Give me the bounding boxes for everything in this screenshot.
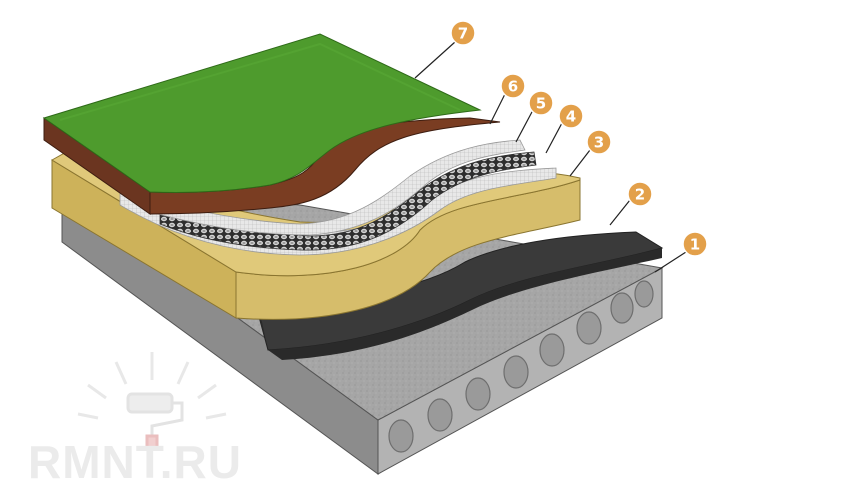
callout-5-label: 5 (536, 95, 546, 113)
paint-roller-icon (77, 352, 227, 450)
callout-7: 7 (450, 20, 476, 46)
callout-4-label: 4 (566, 108, 576, 126)
callout-6-label: 6 (508, 78, 518, 96)
filter-fabric-layer (149, 139, 526, 236)
soil-grass-layer (42, 33, 501, 215)
watermark: RMNT.RU (28, 352, 242, 488)
callout-1: 1 (682, 231, 708, 257)
callout-2: 2 (627, 181, 653, 207)
watermark-text: RMNT.RU (28, 436, 242, 488)
callout-2-label: 2 (635, 186, 645, 204)
callout-1-label: 1 (690, 236, 700, 254)
callout-3: 3 (586, 129, 612, 155)
drainage-layer (159, 151, 537, 251)
callout-7-label: 7 (458, 25, 468, 43)
callout-3-label: 3 (594, 134, 604, 152)
leader-lines (414, 41, 687, 273)
callout-4: 4 (558, 103, 584, 129)
callout-5: 5 (528, 90, 554, 116)
callout-6: 6 (500, 73, 526, 99)
